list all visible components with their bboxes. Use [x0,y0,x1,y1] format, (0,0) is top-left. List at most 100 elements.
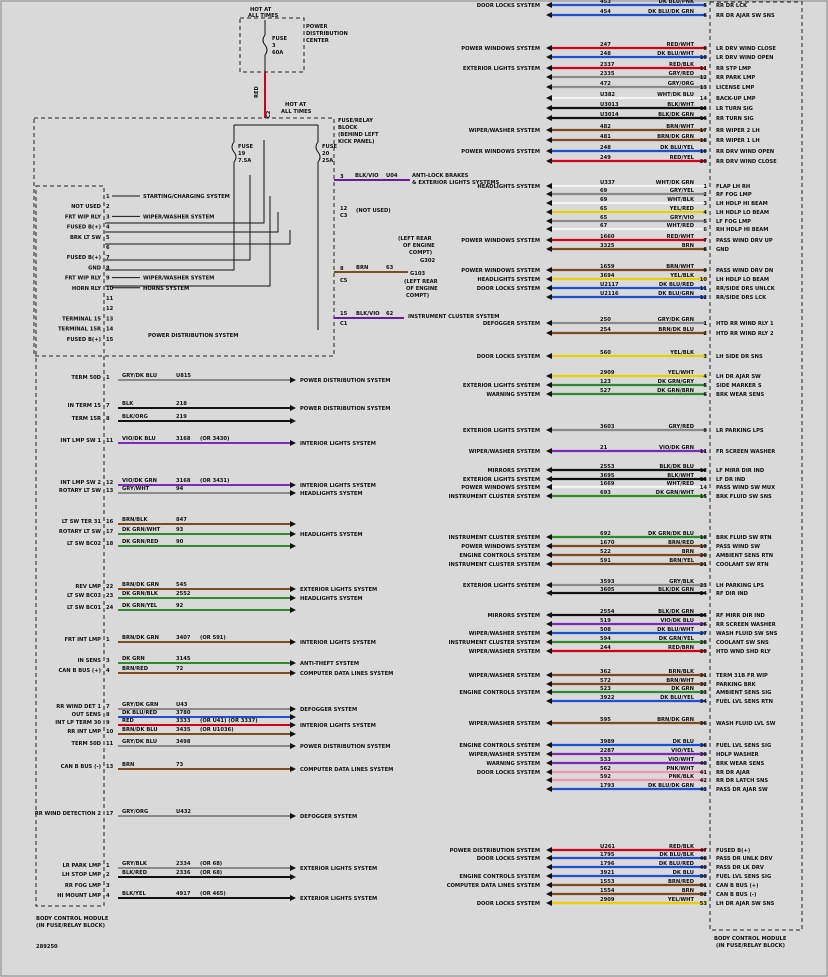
right-wire-code: 572 [600,678,611,684]
left-wire-alt: (OR 591) [200,635,226,641]
right-arrow-icon [546,226,552,232]
right-pin-label: FUEL LVL SENS SIG [716,743,771,749]
right-pin-number: 15 [700,494,708,500]
right-wire-color: DK GRN [671,686,694,692]
right-wire-color: BLK/WHT [667,473,694,479]
left-wire-code: 3168 [176,436,191,442]
left-wire-destination: HEADLIGHTS SYSTEM [300,491,363,497]
right-pin-number: 16 [700,116,708,122]
right-wire-color: DK BLU/RED [659,861,695,867]
right-system-label: DEFOGGER SYSTEM [483,321,540,327]
fuse20-label: FUSE [322,144,337,150]
right-pin-label: PASS WIND SW [716,544,760,550]
right-pin-number: 43 [700,787,708,793]
right-system-label: DOOR LOCKS SYSTEM [477,770,540,776]
left-wire-code: U432 [176,809,191,815]
right-wire-color: WHT/RED [667,223,695,229]
right-pin-number: 13 [700,85,708,91]
right-pin-number: 6 [703,227,707,233]
right-system-label: POWER WINDOWS SYSTEM [461,268,540,274]
left-pin-number: 12 [106,480,114,486]
left-pin-number: 3 [106,658,110,664]
bcm-pin-number: 14 [106,327,114,333]
bcm-pin-destination: WIPER/WASHER SYSTEM [143,276,214,282]
left-pin-number: 8 [106,416,110,422]
right-pin-number: 14 [700,96,708,102]
bcm-pin-number: 15 [106,337,114,343]
right-wire-code: 519 [600,618,611,624]
left-arrow-icon [290,895,296,901]
right-pin-label: PASS DR UNLK DRV [716,856,773,862]
right-pin-label: PASS WIND DRV DN [716,268,773,274]
right-wire-color: BLK/DK GRN [658,587,694,593]
right-pin-label: RR WIPER 1 LH [716,138,760,144]
right-wire-code: 244 [600,645,611,651]
right-wire-color: RED/WHT [667,42,695,48]
right-pin-label: LR DRV WIND OPEN [716,55,773,61]
right-wire-color: DK BLU/YEL [660,145,695,151]
right-wire-code: 248 [600,51,611,57]
right-system-label: WIPER/WASHER SYSTEM [469,631,540,637]
left-wire-destination: COMPUTER DATA LINES SYSTEM [300,767,393,773]
left-pin-number: 3 [106,883,110,889]
left-pin-number: 13 [106,764,114,770]
right-pin-number: 28 [700,640,708,646]
right-arrow-icon [546,621,552,627]
right-pin-label: AMBIENT SENS SIG [716,690,771,696]
right-wire-code: 1670 [600,540,615,546]
right-pin-label: AMBIENT SENS RTN [716,553,773,559]
left-wire-color: GRY/DK BLU [122,739,157,745]
right-pin-label: RH HDLP HI BEAM [716,227,768,233]
left-wire-code: 73 [176,762,184,768]
right-pin-number: 18 [700,535,708,541]
internal-wiring [105,140,291,287]
right-pin-label: GND [716,247,730,253]
left-wire-code: 3333 [176,718,191,724]
right-system-label: HEADLIGHTS SYSTEM [477,277,540,283]
left-wire-destination: EXTERIOR LIGHTS SYSTEM [300,587,377,593]
right-wire-color: DK BLU/RED [659,282,695,288]
right-system-label: ENGINE CONTROLS SYSTEM [459,743,540,749]
right-arrow-icon [546,12,552,18]
right-pin-number: 5 [703,3,707,9]
bcm-pin-label: FRT WIP RLY [65,214,101,220]
left-arrow-icon [290,586,296,592]
right-wire-color: BRN/DK BLU [658,327,694,333]
right-wire-code: 123 [600,379,611,385]
g103-label: G103 [410,271,425,277]
right-arrow-icon [546,330,552,336]
right-wire-color: WHT/BLK [667,197,695,203]
right-arrow-icon [546,484,552,490]
right-pin-label: LH PARKING LPS [716,583,764,589]
left-wire-destination: INTERIOR LIGHTS SYSTEM [300,640,376,646]
left-wire-code: 2334 [176,861,191,867]
right-wire-code: 1659 [600,264,615,270]
c3-pin: 3 [340,174,344,180]
right-pin-number: 3 [703,354,707,360]
left-arrow-icon [290,670,296,676]
right-wire-code: 1669 [600,481,615,487]
left-pin-number: 1 [106,637,110,643]
right-wire-color: PNK/WHT [666,766,694,772]
left-pin-label: IN TERM 15 [68,403,102,409]
right-system-label: INSTRUMENT CLUSTER SYSTEM [449,640,540,646]
right-pin-number: 12 [700,468,708,474]
hot-label-1b: ALL TIMES [248,13,279,19]
right-wire-color: GRY/YEL [670,188,695,194]
right-pin-number: 33 [700,690,708,696]
right-wire-color: WHT/RED [667,481,695,487]
right-pin-number: 49 [700,865,708,871]
right-pin-label: LH DR AJAR SW [716,374,761,380]
right-arrow-icon [546,105,552,111]
left-wire-color: BLK/RED [122,870,148,876]
right-system-label: EXTERIOR LIGHTS SYSTEM [463,583,540,589]
right-system-label: HEADLIGHTS SYSTEM [477,184,540,190]
left-pin-label: LT SW BC02 [67,541,101,547]
right-arrow-icon [546,218,552,224]
left-wire-alt: (OR U1036) [200,727,234,733]
right-pin-label: PASS DR AJAR SW [716,787,768,793]
right-wire-code: 250 [600,317,611,323]
fuse-bus [231,124,321,330]
right-arrow-icon [546,476,552,482]
